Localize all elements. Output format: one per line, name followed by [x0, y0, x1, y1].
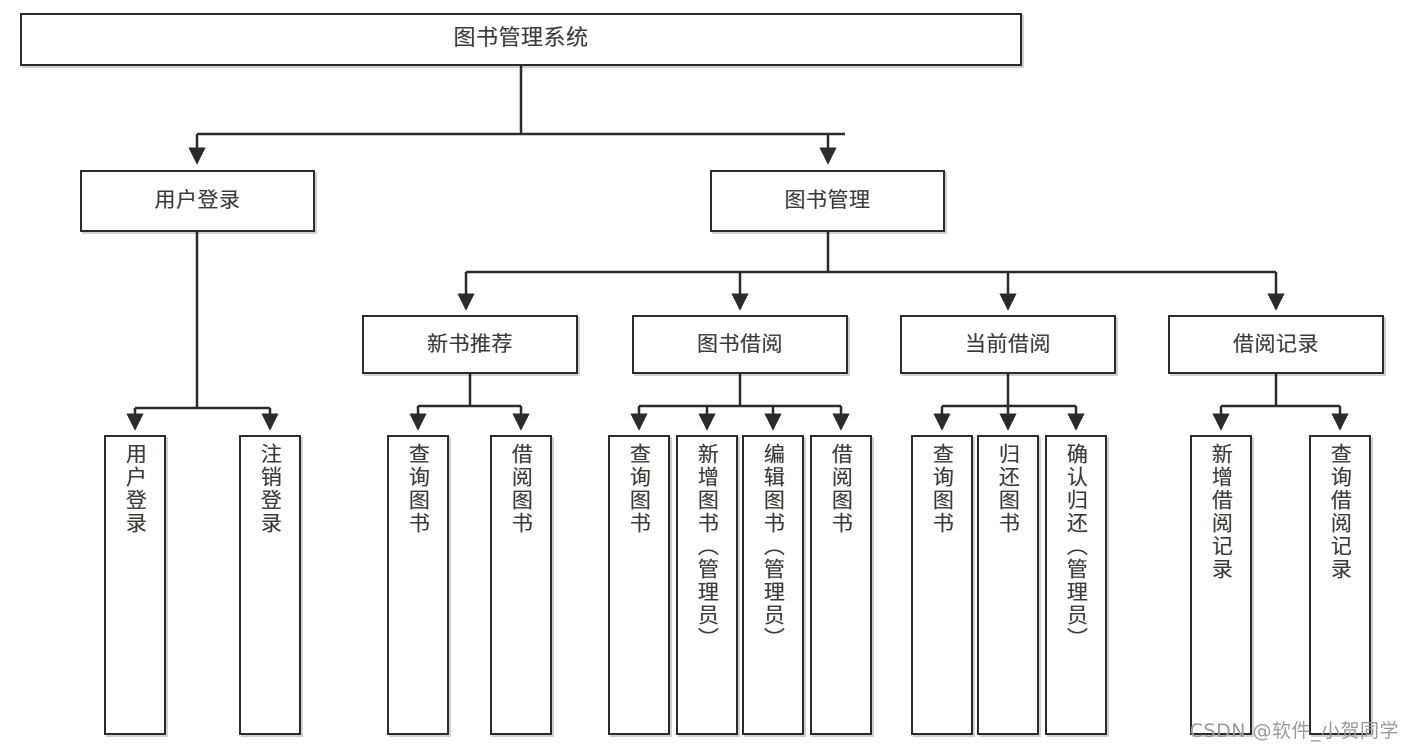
node-leaf-borrow-book-1[interactable]: 借阅图书 [490, 435, 552, 735]
node-leaf-add-book[interactable]: 新增图书（管理员） [676, 435, 738, 735]
node-leaf-return-book[interactable]: 归还图书 [977, 435, 1039, 735]
node-borrow-record[interactable]: 借阅记录 [1168, 315, 1384, 374]
node-leaf-query-book-1[interactable]: 查询图书 [387, 435, 449, 735]
node-leaf-query-record-label: 查询借阅记录 [1328, 443, 1353, 581]
node-leaf-borrow-book-2[interactable]: 借阅图书 [810, 435, 872, 735]
node-user-login[interactable]: 用户登录 [80, 170, 315, 232]
node-leaf-confirm-return[interactable]: 确认归还（管理员） [1045, 435, 1107, 735]
node-leaf-edit-book[interactable]: 编辑图书（管理员） [742, 435, 804, 735]
node-leaf-add-book-label: 新增图书（管理员） [695, 443, 720, 650]
node-current-borrow[interactable]: 当前借阅 [900, 315, 1116, 374]
node-leaf-add-record-label: 新增借阅记录 [1209, 443, 1234, 581]
node-leaf-query-book-2[interactable]: 查询图书 [608, 435, 670, 735]
node-leaf-logout-label: 注销登录 [258, 443, 283, 535]
node-leaf-edit-book-label: 编辑图书（管理员） [761, 443, 786, 650]
node-book-borrow[interactable]: 图书借阅 [632, 315, 848, 374]
node-borrow-record-label: 借阅记录 [1233, 331, 1319, 356]
node-leaf-user-login[interactable]: 用户登录 [104, 435, 166, 735]
node-new-book-recommend[interactable]: 新书推荐 [362, 315, 578, 374]
node-leaf-query-book-3[interactable]: 查询图书 [911, 435, 973, 735]
node-leaf-query-book-3-label: 查询图书 [930, 443, 955, 535]
node-leaf-add-record[interactable]: 新增借阅记录 [1190, 435, 1252, 735]
node-leaf-query-book-1-label: 查询图书 [406, 443, 431, 535]
node-root[interactable]: 图书管理系统 [20, 13, 1022, 66]
node-leaf-borrow-book-2-label: 借阅图书 [829, 443, 854, 535]
node-book-manage[interactable]: 图书管理 [710, 170, 945, 232]
node-leaf-query-record[interactable]: 查询借阅记录 [1309, 435, 1371, 735]
node-leaf-query-book-2-label: 查询图书 [627, 443, 652, 535]
node-leaf-borrow-book-1-label: 借阅图书 [509, 443, 534, 535]
node-new-book-recommend-label: 新书推荐 [427, 331, 513, 356]
node-current-borrow-label: 当前借阅 [965, 331, 1051, 356]
watermark-text: CSDN @软件_小贺同学 [1189, 720, 1399, 742]
node-leaf-confirm-return-label: 确认归还（管理员） [1064, 443, 1089, 650]
node-user-login-label: 用户登录 [154, 188, 241, 213]
node-leaf-logout[interactable]: 注销登录 [239, 435, 301, 735]
node-root-label: 图书管理系统 [453, 26, 589, 52]
node-book-borrow-label: 图书借阅 [697, 331, 783, 356]
node-book-manage-label: 图书管理 [784, 188, 871, 213]
node-leaf-return-book-label: 归还图书 [996, 443, 1021, 535]
node-leaf-user-login-label: 用户登录 [123, 443, 148, 535]
